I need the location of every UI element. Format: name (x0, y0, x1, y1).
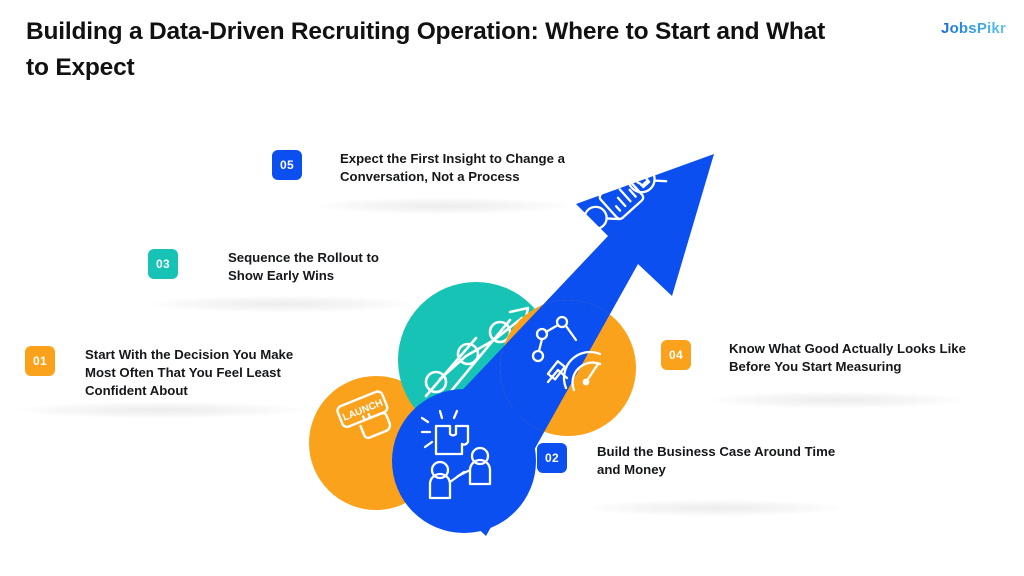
team-collaboration-icon (420, 409, 492, 500)
step-item-01[interactable]: 01 Start With the Decision You Make Most… (25, 346, 300, 399)
step-badge-05: 05 (272, 150, 302, 180)
step-text-05: Expect the First Insight to Change a Con… (340, 151, 565, 184)
page-header: Building a Data-Driven Recruiting Operat… (0, 0, 1024, 100)
page-title: Building a Data-Driven Recruiting Operat… (26, 18, 826, 81)
row-separator-shadow (18, 402, 303, 418)
step-item-03[interactable]: 03 Sequence the Rollout to Show Early Wi… (148, 249, 398, 285)
step-text-04: Know What Good Actually Looks Like Befor… (729, 341, 966, 374)
step-badge-04: 04 (661, 340, 691, 370)
step-item-04[interactable]: 04 Know What Good Actually Looks Like Be… (661, 340, 974, 376)
circle-step-04 (500, 300, 636, 436)
step-item-02[interactable]: 02 Build the Business Case Around Time a… (537, 443, 837, 479)
step-text-02: Build the Business Case Around Time and … (597, 444, 836, 477)
step-badge-03: 03 (148, 249, 178, 279)
step-badge-01: 01 (25, 346, 55, 376)
jobspikr-logo: JobsPikr (941, 20, 1006, 37)
step-text-03: Sequence the Rollout to Show Early Wins (228, 250, 379, 283)
growth-trend-icon (424, 306, 530, 404)
step-badge-02: 02 (537, 443, 567, 473)
step-text-01: Start With the Decision You Make Most Of… (85, 347, 294, 398)
circle-step-02 (392, 389, 536, 533)
central-arrow-graphic: LAUNCH (290, 126, 750, 536)
step-item-05[interactable]: 05 Expect the First Insight to Change a … (272, 150, 570, 186)
insight-magnifier-bulb-icon (583, 165, 668, 231)
gauge-benchmark-icon (531, 315, 602, 392)
